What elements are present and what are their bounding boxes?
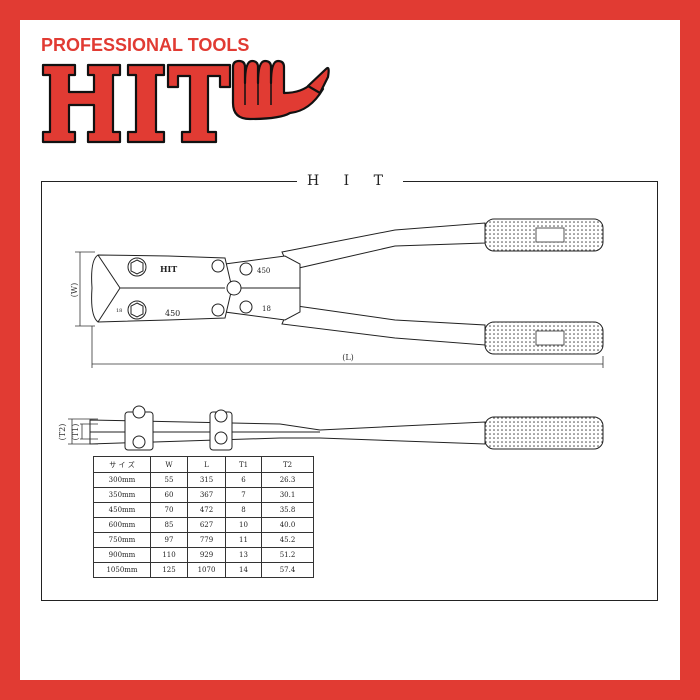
cell-size: 450mm — [93, 502, 151, 518]
cell-t1: 14 — [225, 562, 262, 578]
cell-t2: 40.0 — [261, 517, 314, 533]
cell-size: 350mm — [93, 487, 151, 503]
lever-number-mark: 18 — [262, 305, 271, 313]
dim-t1-label: (T1) — [71, 424, 80, 441]
table-row: 750mm 97 779 11 45.2 — [93, 532, 314, 548]
cell-t1: 10 — [225, 517, 262, 533]
cell-w: 97 — [150, 532, 188, 548]
cell-size: 750mm — [93, 532, 151, 548]
jaw-small-mark: 18 — [116, 308, 122, 314]
dim-width-label: (W) — [70, 283, 79, 297]
cell-l: 627 — [187, 517, 226, 533]
cell-t2: 26.3 — [261, 472, 314, 488]
cell-l: 1070 — [187, 562, 226, 578]
table-row: 1050mm 125 1070 14 57.4 — [93, 562, 314, 578]
cell-l: 779 — [187, 532, 226, 548]
cell-t2: 45.2 — [261, 532, 314, 548]
cell-l: 315 — [187, 472, 226, 488]
header-t1: T1 — [225, 456, 262, 473]
cell-t1: 7 — [225, 487, 262, 503]
lever-size-mark: 450 — [257, 267, 270, 275]
cell-l: 367 — [187, 487, 226, 503]
product-card: PROFESSIONAL TOOLS H I T — [20, 20, 680, 680]
drawing-title-text: H I T — [297, 173, 403, 189]
cell-w: 85 — [150, 517, 188, 533]
side-view — [89, 405, 604, 451]
cell-w: 60 — [150, 487, 188, 503]
spec-table: サ イ ズ W L T1 T2 300mm 55 315 6 26.3 350m… — [93, 456, 314, 578]
cell-l: 929 — [187, 547, 226, 563]
header-t2: T2 — [261, 456, 314, 473]
cell-w: 110 — [150, 547, 188, 563]
dim-t2-label: (T2) — [58, 424, 67, 441]
brand-tagline: PROFESSIONAL TOOLS — [41, 35, 250, 55]
cell-size: 300mm — [93, 472, 151, 488]
cell-t1: 11 — [225, 532, 262, 548]
cell-w: 70 — [150, 502, 188, 518]
cell-size: 1050mm — [93, 562, 151, 578]
table-row: 600mm 85 627 10 40.0 — [93, 517, 314, 533]
tool-markings: HIT 450 450 18 18 — [116, 264, 271, 318]
cell-t2: 35.8 — [261, 502, 314, 518]
jaw-brand-mark: HIT — [160, 264, 177, 274]
table-row: 900mm 110 929 13 51.2 — [93, 547, 314, 563]
cell-w: 125 — [150, 562, 188, 578]
table-row: 300mm 55 315 6 26.3 — [93, 472, 314, 488]
cell-w: 55 — [150, 472, 188, 488]
header-size: サ イ ズ — [93, 456, 151, 473]
header-w: W — [150, 456, 188, 473]
cell-t1: 13 — [225, 547, 262, 563]
cell-t1: 8 — [225, 502, 262, 518]
spec-table-header: サ イ ズ W L T1 T2 — [93, 456, 314, 473]
cell-t2: 57.4 — [261, 562, 314, 578]
hit-logo — [41, 59, 330, 144]
cell-l: 472 — [187, 502, 226, 518]
cell-t1: 6 — [225, 472, 262, 488]
dim-length-label: (L) — [342, 353, 354, 362]
cell-t2: 30.1 — [261, 487, 314, 503]
table-row: 450mm 70 472 8 35.8 — [93, 502, 314, 518]
cell-t2: 51.2 — [261, 547, 314, 563]
bolt-cutter-drawing: HIT 450 450 18 18 (W) (L) — [58, 218, 604, 451]
top-view — [91, 218, 604, 355]
drawing-title: H I T — [20, 172, 680, 190]
cell-size: 900mm — [93, 547, 151, 563]
cell-size: 600mm — [93, 517, 151, 533]
jaw-size-mark: 450 — [165, 309, 180, 318]
table-row: 350mm 60 367 7 30.1 — [93, 487, 314, 503]
header-l: L — [187, 456, 226, 473]
